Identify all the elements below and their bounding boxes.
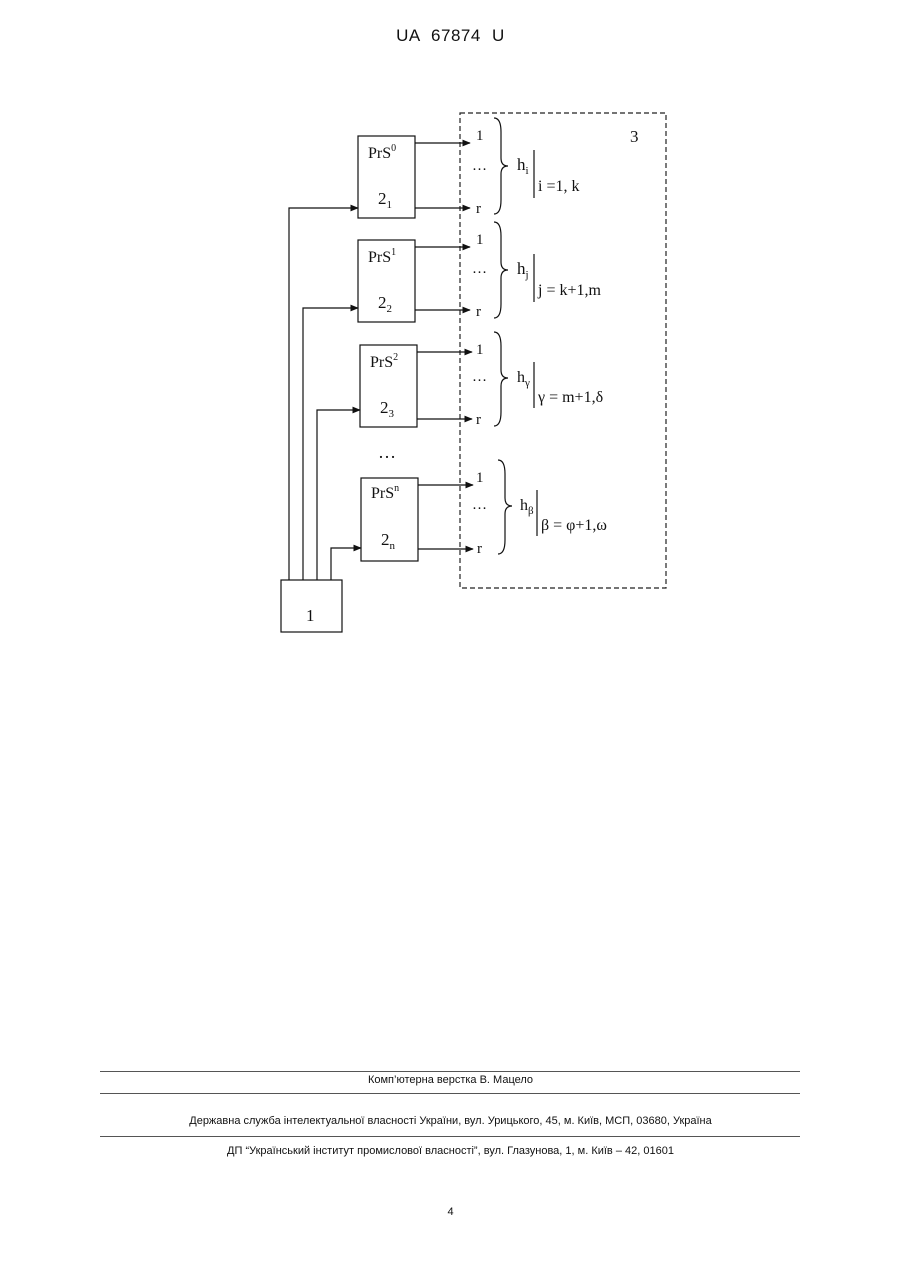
svg-text:hj: hj [517, 259, 529, 281]
register-block-1: PrS0 21 [358, 136, 415, 218]
footer-rule-middle [100, 1093, 800, 1094]
register-block-n: PrSn 2n [361, 478, 418, 561]
register-block-2: PrS1 22 [358, 240, 415, 322]
agency-address: Державна служба інтелектуальної власност… [0, 1115, 901, 1127]
svg-text:…: … [472, 369, 487, 385]
svg-text:22: 22 [378, 293, 392, 315]
output-group-2: 1 … r hj j = k+1,m [472, 222, 601, 320]
svg-text:PrS1: PrS1 [368, 247, 396, 266]
svg-text:21: 21 [378, 189, 392, 211]
institute-address: ДП “Український інститут промислової вла… [0, 1145, 901, 1157]
svg-text:…: … [472, 261, 487, 277]
svg-text:i =1, k: i =1, k [538, 178, 579, 195]
svg-text:…: … [472, 497, 487, 513]
svg-text:r: r [477, 541, 482, 557]
svg-text:1: 1 [476, 470, 484, 486]
source-block-label: 1 [306, 606, 315, 625]
svg-text:j = k+1,m: j = k+1,m [537, 282, 601, 299]
svg-text:β = φ+1,ω: β = φ+1,ω [541, 517, 607, 534]
svg-text:r: r [476, 201, 481, 217]
svg-text:2n: 2n [381, 530, 396, 552]
svg-text:r: r [476, 304, 481, 320]
svg-text:hβ: hβ [520, 497, 534, 517]
svg-text:hi: hi [517, 155, 529, 177]
svg-text:γ = m+1,δ: γ = m+1,δ [537, 389, 603, 406]
footer-rule-top [100, 1071, 800, 1072]
svg-text:PrSn: PrSn [371, 483, 399, 502]
output-group-3: 1 … r hγ γ = m+1,δ [472, 332, 603, 428]
svg-text:1: 1 [476, 342, 484, 358]
svg-text:1: 1 [476, 232, 484, 248]
svg-text:…: … [472, 158, 487, 174]
svg-text:1: 1 [476, 128, 484, 144]
circuit-diagram: 3 1 PrS0 21 PrS1 22 PrS2 23 … PrSn 2n [0, 0, 901, 700]
svg-text:r: r [476, 412, 481, 428]
footer-rule-bottom [100, 1136, 800, 1137]
output-arrows [415, 143, 473, 549]
registers-ellipsis: … [378, 442, 396, 462]
layout-credit: Комп’ютерна верстка В. Мацело [0, 1074, 901, 1086]
output-block-label: 3 [630, 127, 639, 146]
feed-lines [289, 208, 361, 580]
output-group-n: 1 … r hβ β = φ+1,ω [472, 460, 607, 557]
svg-text:PrS2: PrS2 [370, 352, 398, 371]
svg-text:23: 23 [380, 398, 395, 420]
output-group-1: 1 … r hi i =1, k [472, 118, 579, 217]
svg-text:PrS0: PrS0 [368, 143, 396, 162]
svg-text:hγ: hγ [517, 369, 530, 389]
register-block-3: PrS2 23 [360, 345, 417, 427]
page-number: 4 [0, 1206, 901, 1218]
